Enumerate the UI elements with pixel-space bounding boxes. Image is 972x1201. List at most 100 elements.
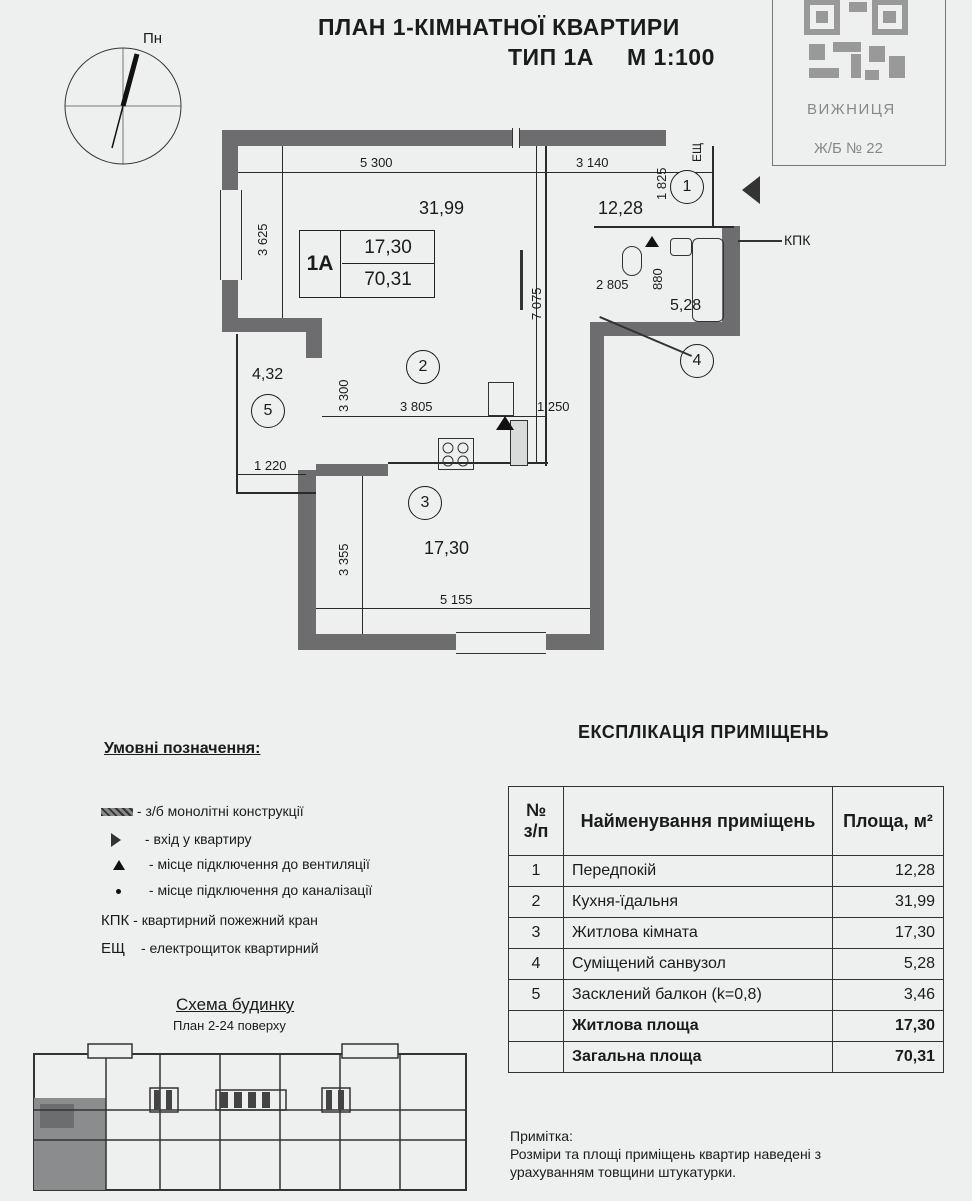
- wall-right-lower: [590, 334, 604, 650]
- wall-bath-right: [722, 226, 740, 336]
- scheme-title: Схема будинку: [176, 995, 295, 1014]
- row-num: 5: [508, 979, 564, 1011]
- row-area: 17,30: [832, 917, 944, 949]
- esh-label: ЕЩ: [690, 142, 704, 162]
- legend-text-entrance: - вхід у квартиру: [144, 831, 252, 847]
- table-header-row: № з/п Найменування приміщень Площа, м²: [508, 786, 944, 856]
- plan-type: ТИП 1А: [508, 44, 594, 70]
- row-num: 4: [508, 948, 564, 980]
- row-name: Засклений балкон (k=0,8): [563, 979, 833, 1011]
- floor-plan: 1 2 3 4 5 12,28 31,99 17,30 5,28 4,32 1А…: [220, 128, 811, 654]
- wall-balcony-top: [222, 318, 322, 332]
- legend-title: Умовні позначення:: [104, 740, 261, 757]
- wall-hatch-icon: [101, 808, 133, 817]
- table-total-row: Житлова площа 17,30: [508, 1010, 944, 1042]
- stamp-code: Ж/Б № 22: [814, 140, 883, 157]
- fridge-icon: [510, 420, 528, 466]
- room-number-1: 1: [670, 170, 704, 204]
- table-total-row: Загальна площа 70,31: [508, 1041, 944, 1073]
- legend-item-entrance: - вхід у квартиру: [101, 831, 252, 848]
- hall-right-wall: [712, 146, 714, 228]
- total-empty: [508, 1041, 564, 1073]
- wall-left-middle: [306, 318, 322, 358]
- stamp-city: ВИЖНИЦЯ: [807, 101, 896, 118]
- legend-abbr-key: КПК: [101, 912, 130, 929]
- toilet-icon: [622, 246, 642, 276]
- entrance-triangle-icon: [742, 176, 760, 204]
- dim-3355: 3 355: [336, 543, 351, 576]
- note-line-2: урахуванням товщини штукатурки.: [510, 1164, 737, 1180]
- row-area: 3,46: [832, 979, 944, 1011]
- sewer-dot-icon: [116, 888, 121, 894]
- ventilation-icon: [113, 860, 125, 871]
- dim-1825: 1 825: [654, 167, 669, 200]
- legend-text-ventilation: - місце підключення до вентиляції: [148, 856, 370, 872]
- wall-top-left: [222, 130, 512, 146]
- window-bottom: [456, 632, 546, 654]
- qr-logo-icon: [803, 0, 913, 92]
- table-row: 1 Передпокій 12,28: [508, 855, 944, 887]
- room-area-5: 4,32: [252, 366, 284, 383]
- wall-left-lower: [298, 470, 316, 650]
- dim-3625: 3 625: [255, 223, 270, 256]
- row-area: 12,28: [832, 855, 944, 887]
- row-num: 1: [508, 855, 564, 887]
- dim-line-3805: [322, 416, 547, 417]
- room-number-2: 2: [406, 350, 440, 384]
- balcony-bottom: [236, 492, 316, 494]
- header-num: № з/п: [508, 786, 564, 856]
- compass-rose-icon: [64, 47, 182, 165]
- table-row: 4 Суміщений санвузол 5,28: [508, 948, 944, 980]
- dim-5300: 5 300: [360, 155, 393, 170]
- room-number-5: 5: [251, 394, 285, 428]
- legend-text-sewer: - місце підключення до каналізації: [148, 882, 373, 898]
- room-area-4: 5,28: [670, 297, 702, 314]
- dim-2805: 2 805: [596, 277, 629, 292]
- kpk-leader-line: [738, 240, 782, 242]
- dim-1250: 1 250: [537, 399, 570, 414]
- entrance-icon: [111, 833, 121, 848]
- ventilation-triangle-icon: [496, 416, 514, 430]
- row-num: 3: [508, 917, 564, 949]
- legend-abbr-esh: ЕЩ - електрощиток квартирний: [101, 940, 319, 957]
- window-left: [220, 190, 242, 280]
- window-top: [512, 128, 520, 148]
- kpk-label: КПК: [784, 232, 811, 248]
- table-row: 2 Кухня-їдальня 31,99: [508, 886, 944, 918]
- dim-3140: 3 140: [576, 155, 609, 170]
- dim-line-3355: [362, 476, 363, 634]
- building-scheme: [30, 1040, 470, 1196]
- bath-top-wall: [594, 226, 734, 228]
- bathtub-icon: [692, 238, 724, 322]
- table-row: 3 Житлова кімната 17,30: [508, 917, 944, 949]
- legend-text-wall: - з/б монолітні конструкції: [136, 803, 304, 819]
- note-title: Примітка:: [510, 1128, 573, 1144]
- kitchen-sink-icon: [488, 382, 514, 416]
- room-number-4: 4: [680, 344, 714, 378]
- apartment-badge: 1А 17,30 70,31: [299, 230, 435, 298]
- plan-title: ПЛАН 1-КІМНАТНОЇ КВАРТИРИ: [318, 14, 680, 40]
- total-name: Загальна площа: [563, 1041, 833, 1073]
- dim-5155: 5 155: [440, 592, 473, 607]
- dim-3300: 3 300: [336, 379, 351, 412]
- wall-top-right: [516, 130, 666, 146]
- row-name: Передпокій: [563, 855, 833, 887]
- room-number-3: 3: [408, 486, 442, 520]
- stove-icon: [438, 438, 474, 470]
- header-name: Найменування приміщень: [563, 786, 833, 856]
- row-area: 31,99: [832, 886, 944, 918]
- explication-table: № з/п Найменування приміщень Площа, м² 1…: [508, 786, 944, 1073]
- badge-total-area: 70,31: [364, 269, 412, 290]
- kitchen-mark: [520, 250, 523, 310]
- legend-abbr-text: - електрощиток квартирний: [140, 940, 319, 956]
- dim-line-5155: [316, 608, 590, 609]
- explication-title: ЕКСПЛІКАЦІЯ ПРИМІЩЕНЬ: [578, 722, 830, 742]
- balcony-outer: [236, 334, 238, 494]
- dim-880: 880: [650, 268, 665, 290]
- sink-icon: [670, 238, 692, 256]
- stamp-box: [772, 0, 946, 166]
- scheme-subtitle: План 2-24 поверху: [173, 1018, 286, 1033]
- note-line-1: Розміри та площі приміщень квартир навед…: [510, 1146, 822, 1162]
- legend-abbr-key: ЕЩ: [101, 940, 126, 957]
- wall-kitchen-divider: [316, 464, 388, 476]
